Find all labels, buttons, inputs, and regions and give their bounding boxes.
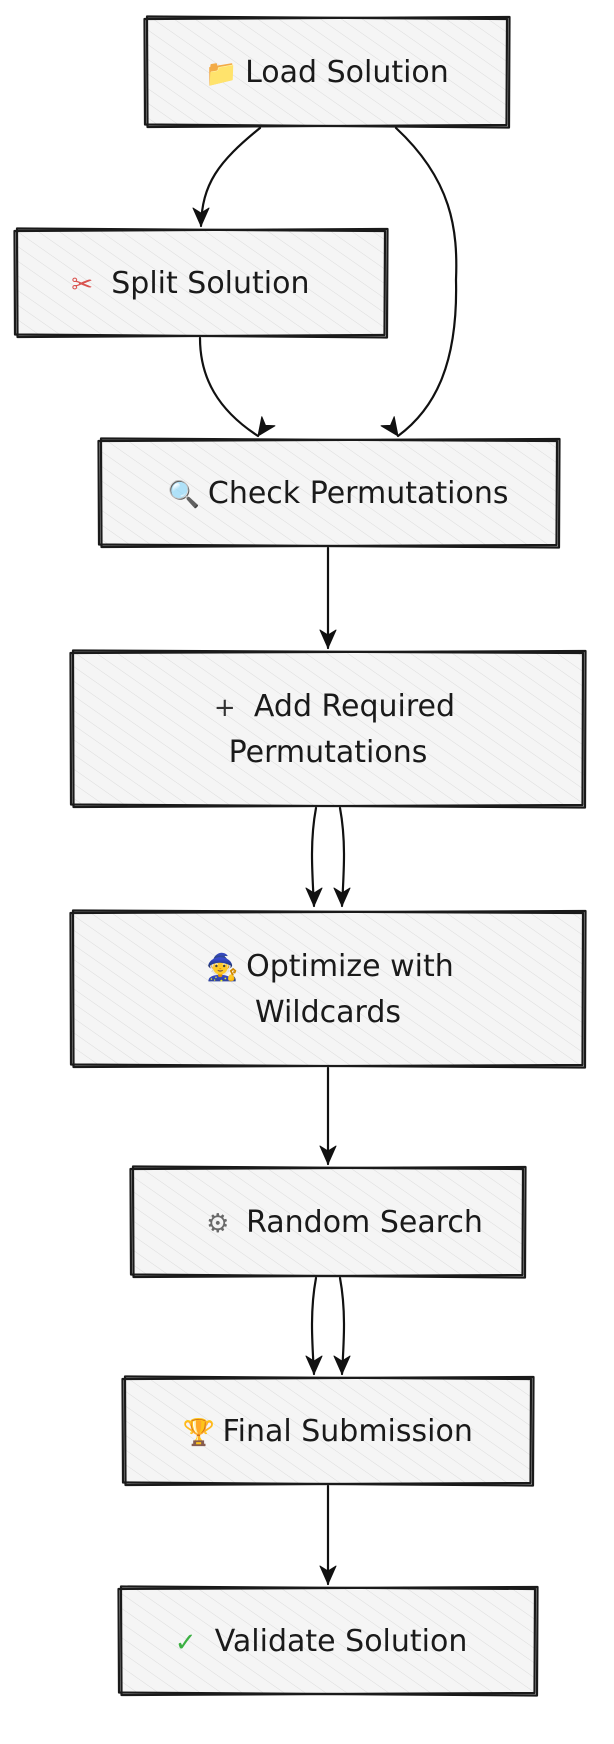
edges-layer xyxy=(192,126,458,1586)
node-check: 🔍Check Permutations xyxy=(97,437,561,549)
arrowhead xyxy=(380,416,399,437)
magnifier-icon: 🔍 xyxy=(168,477,200,510)
edge-check-to-add xyxy=(319,546,337,650)
node-label: Check Permutations xyxy=(208,476,509,511)
node-split: ✂ Split Solution xyxy=(13,227,389,339)
plus-icon: + xyxy=(214,693,236,723)
edge-line xyxy=(338,806,346,908)
node-box-hatch xyxy=(120,1588,536,1694)
node-validate: ✓ Validate Solution xyxy=(117,1585,539,1697)
arrowhead xyxy=(192,207,210,227)
edge-add-to-optimize xyxy=(333,806,351,908)
trophy-icon: 🏆 xyxy=(183,1417,215,1448)
arrowhead xyxy=(257,416,276,437)
node-box-outline xyxy=(15,227,387,339)
node-label: Optimize with xyxy=(246,949,454,984)
edge-random-to-final xyxy=(305,1276,323,1376)
edge-line xyxy=(199,126,262,228)
node-final: 🏆 Final Submission xyxy=(121,1375,535,1487)
edge-optimize-to-random xyxy=(319,1066,337,1166)
node-box-outline xyxy=(71,649,585,809)
node-box-hatch xyxy=(72,912,584,1066)
node-box-outline xyxy=(123,1375,533,1487)
arrowhead xyxy=(305,887,323,907)
edge-split-to-check xyxy=(198,336,276,438)
node-box-hatch xyxy=(16,230,386,336)
node-box-outline xyxy=(119,1585,537,1697)
node-box-hatch xyxy=(100,440,558,546)
node-label: Split Solution xyxy=(111,266,309,301)
arrowhead xyxy=(333,1355,351,1375)
node-box-hatch xyxy=(132,1168,524,1276)
arrowhead xyxy=(319,1145,337,1165)
edge-final-to-validate xyxy=(319,1484,337,1586)
node-load: 📁 Load Solution xyxy=(143,15,511,129)
node-label: Wildcards xyxy=(255,995,401,1030)
node-label: Final Submission xyxy=(223,1414,473,1449)
checkmark-icon: ✓ xyxy=(175,1628,197,1658)
wizard-icon: 🧙 xyxy=(206,952,238,983)
node-box-hatch xyxy=(72,652,584,806)
edge-load-to-check xyxy=(380,126,458,438)
node-box-outline xyxy=(71,909,585,1069)
node-label: Add Required xyxy=(254,689,455,724)
node-label: Validate Solution xyxy=(215,1624,468,1659)
node-box-outline xyxy=(99,437,559,549)
edge-line xyxy=(198,336,260,438)
edge-random-to-final xyxy=(333,1276,351,1376)
edge-add-to-optimize xyxy=(305,806,323,908)
arrowhead xyxy=(305,1355,323,1375)
node-random: ⚙ Random Search xyxy=(129,1165,527,1279)
folder-icon: 📁 xyxy=(205,59,237,89)
edge-line xyxy=(310,806,318,908)
node-label: Permutations xyxy=(229,735,428,770)
node-box-hatch xyxy=(146,18,508,126)
node-label: Load Solution xyxy=(245,55,449,90)
node-box-outline xyxy=(131,1165,525,1279)
edge-line xyxy=(394,126,458,438)
edge-load-to-split xyxy=(192,126,262,228)
nodes-layer: 📁 Load Solution ✂ Split Solution 🔍Check Perm… xyxy=(13,15,587,1697)
node-box-outline xyxy=(145,15,509,129)
arrowhead xyxy=(319,629,337,649)
arrowhead xyxy=(319,1565,337,1585)
node-label: Random Search xyxy=(246,1205,483,1240)
gear-icon: ⚙ xyxy=(206,1209,229,1239)
node-box-hatch xyxy=(124,1378,532,1484)
arrowhead xyxy=(333,887,351,907)
scissors-icon: ✂ xyxy=(71,270,93,300)
